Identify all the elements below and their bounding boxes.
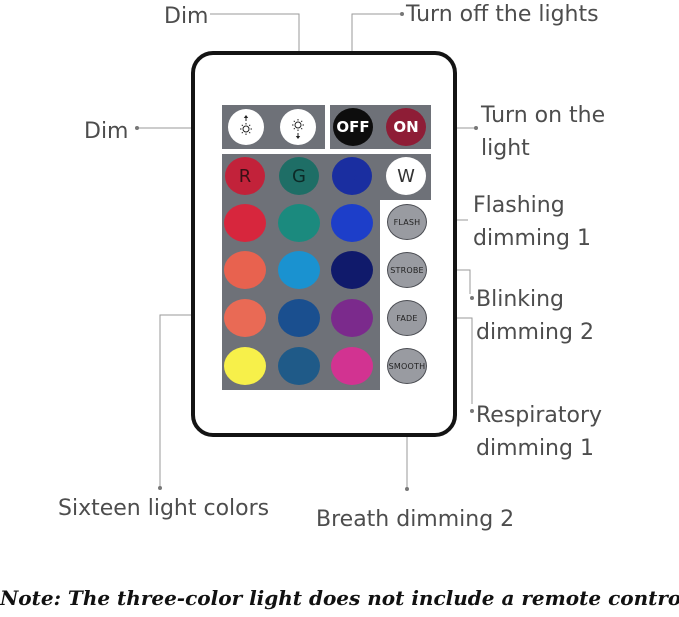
function-button-fade[interactable]: FADE bbox=[387, 300, 427, 336]
color-button-label: G bbox=[292, 165, 306, 187]
brightness-up-button[interactable] bbox=[228, 109, 264, 145]
color-button-label: B bbox=[345, 165, 359, 187]
brightness-up-icon bbox=[240, 115, 252, 135]
on-button-label: ON bbox=[393, 118, 419, 136]
color-swatch-button[interactable] bbox=[278, 347, 320, 385]
color-button-g[interactable]: G bbox=[279, 157, 319, 195]
label-flashing: Flashing dimming 1 bbox=[473, 193, 591, 251]
color-swatch-button[interactable] bbox=[224, 251, 266, 289]
note-text: Note: The three-color light does not inc… bbox=[0, 586, 679, 610]
on-button[interactable]: ON bbox=[386, 108, 426, 146]
color-swatch-button[interactable] bbox=[331, 299, 373, 337]
color-swatch-button[interactable] bbox=[331, 251, 373, 289]
label-sixteen-colors: Sixteen light colors bbox=[58, 496, 270, 521]
color-button-w[interactable]: W bbox=[386, 157, 426, 195]
label-dim-left: Dim bbox=[84, 119, 129, 144]
color-swatch-button[interactable] bbox=[331, 347, 373, 385]
color-swatch-button[interactable] bbox=[278, 299, 320, 337]
function-button-label: FLASH bbox=[393, 217, 421, 227]
function-button-flash[interactable]: FLASH bbox=[387, 204, 427, 240]
function-button-smooth[interactable]: SMOOTH bbox=[387, 348, 427, 384]
color-swatch-button[interactable] bbox=[331, 204, 373, 242]
color-swatch-button[interactable] bbox=[224, 299, 266, 337]
label-breath: Breath dimming 2 bbox=[316, 507, 515, 532]
label-turn-on: Turn on the light bbox=[481, 103, 606, 161]
function-button-label: SMOOTH bbox=[388, 361, 426, 371]
color-button-label: R bbox=[238, 165, 252, 187]
label-turn-off: Turn off the lights bbox=[406, 2, 599, 27]
color-swatch-button[interactable] bbox=[278, 251, 320, 289]
color-button-b[interactable]: B bbox=[332, 157, 372, 195]
color-swatch-button[interactable] bbox=[224, 347, 266, 385]
color-button-r[interactable]: R bbox=[225, 157, 265, 195]
color-swatch-button[interactable] bbox=[278, 204, 320, 242]
brightness-down-button[interactable] bbox=[280, 109, 316, 145]
color-swatch-button[interactable] bbox=[224, 204, 266, 242]
brightness-down-icon bbox=[292, 119, 304, 139]
color-button-label: W bbox=[397, 165, 415, 187]
off-button[interactable]: OFF bbox=[333, 108, 373, 146]
function-button-label: FADE bbox=[396, 313, 418, 323]
function-button-label: STROBE bbox=[390, 265, 424, 275]
function-button-strobe[interactable]: STROBE bbox=[387, 252, 427, 288]
off-button-label: OFF bbox=[336, 118, 370, 136]
label-respiratory: Respiratory dimming 1 bbox=[476, 403, 603, 461]
label-blinking: Blinking dimming 2 bbox=[476, 287, 594, 345]
label-dim-top: Dim bbox=[164, 4, 209, 29]
